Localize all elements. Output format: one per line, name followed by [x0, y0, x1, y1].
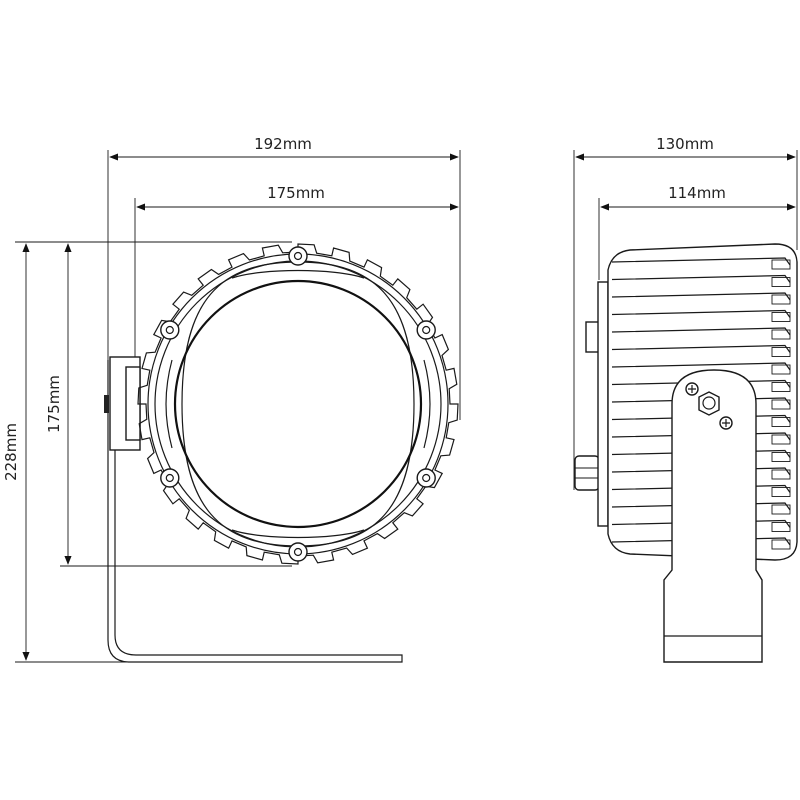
heatsink-fin-tip: [771, 294, 791, 305]
bezel-screw-hole: [422, 325, 431, 335]
dim-130mm: 130mm: [656, 135, 714, 153]
heatsink-fin: [611, 502, 791, 511]
heatsink-fin: [611, 309, 791, 318]
heatsink-fin: [611, 519, 791, 528]
bezel-screw-hole: [422, 473, 431, 483]
heatsink-fin-tip: [771, 417, 791, 427]
bezel-screw-icon: [416, 468, 436, 488]
bezel-screw-icon: [416, 320, 436, 340]
heatsink-fin-tip: [771, 504, 791, 515]
heatsink-fin-tip: [771, 469, 791, 480]
hex-bolt-icon: [698, 391, 720, 416]
back-plate: [597, 281, 609, 527]
heatsink-fin-tip: [771, 487, 791, 497]
heatsink-fin: [611, 274, 791, 283]
heatsink-fin-tip: [771, 329, 791, 340]
dim-192mm: 192mm: [254, 135, 312, 153]
housing-inner-ring: [147, 253, 449, 555]
yoke-arm: [663, 369, 763, 663]
lens-bottom-arc: [231, 529, 365, 539]
bezel-screw-icon: [160, 320, 180, 340]
heatsink-fin-tip: [771, 434, 791, 445]
heatsink-fin-tip: [771, 539, 791, 550]
bezel-screw-icon: [288, 542, 308, 562]
heatsink-fin: [611, 432, 791, 441]
heatsink-fin-tip: [771, 522, 791, 532]
heatsink-fin: [611, 397, 791, 406]
screw-cross: [688, 385, 696, 393]
heatsink-fin-tip: [771, 452, 791, 462]
heatsink-fin: [611, 327, 791, 336]
cable-gland: [574, 455, 600, 491]
dim-228mm: 228mm: [2, 423, 20, 481]
bezel-screw-hole: [293, 547, 303, 557]
heatsink-fin: [611, 362, 791, 371]
screw-cross-2: [722, 419, 730, 427]
heatsink-fin: [611, 449, 791, 458]
dim-175mm-width: 175mm: [267, 184, 325, 202]
heatsink-fins: [611, 257, 791, 550]
lens-top-arc: [231, 269, 365, 279]
heatsink-fin-tip: [771, 399, 791, 410]
heatsink-fin: [611, 379, 791, 388]
heatsink-fin: [611, 257, 791, 266]
bezel-screw-hole: [165, 473, 174, 483]
side-view: 130mm 114mm: [573, 135, 798, 663]
heatsink-fin: [611, 484, 791, 493]
heatsink-fin-tip: [771, 364, 791, 375]
bezel-screw-hole: [293, 251, 303, 261]
bezel-screw-icon: [160, 468, 180, 488]
heatsink-fin-tip: [771, 277, 791, 287]
hex-bolt-center: [702, 396, 716, 410]
housing-bezel: [154, 260, 442, 548]
lens-glass: [173, 279, 423, 529]
dim-114mm: 114mm: [668, 184, 726, 202]
heatsink-fin-tip: [771, 312, 791, 322]
heatsink-fin: [611, 537, 791, 546]
mounting-bracket: [107, 360, 403, 663]
bezel-screw-hole: [165, 325, 174, 335]
heatsink-fin-tip: [771, 347, 791, 357]
heatsink-fin: [611, 467, 791, 476]
heatsink-fin: [611, 292, 791, 301]
bracket-bolt: [104, 395, 109, 413]
bezel-screws: [160, 246, 436, 562]
heatsink-fin: [611, 344, 791, 353]
heatsink-fin-tip: [771, 382, 791, 392]
lens-outer-curve: [181, 261, 415, 547]
lens-right-arc: [423, 359, 431, 449]
lens-left-arc: [165, 359, 173, 449]
housing-gear-ring: [137, 243, 459, 565]
front-view: 192mm 175mm 175mm 228mm: [2, 135, 461, 663]
heatsink-fin: [611, 414, 791, 423]
dim-175mm-height: 175mm: [45, 375, 63, 433]
bezel-screw-icon: [288, 246, 308, 266]
heatsink-fin-tip: [771, 259, 791, 270]
